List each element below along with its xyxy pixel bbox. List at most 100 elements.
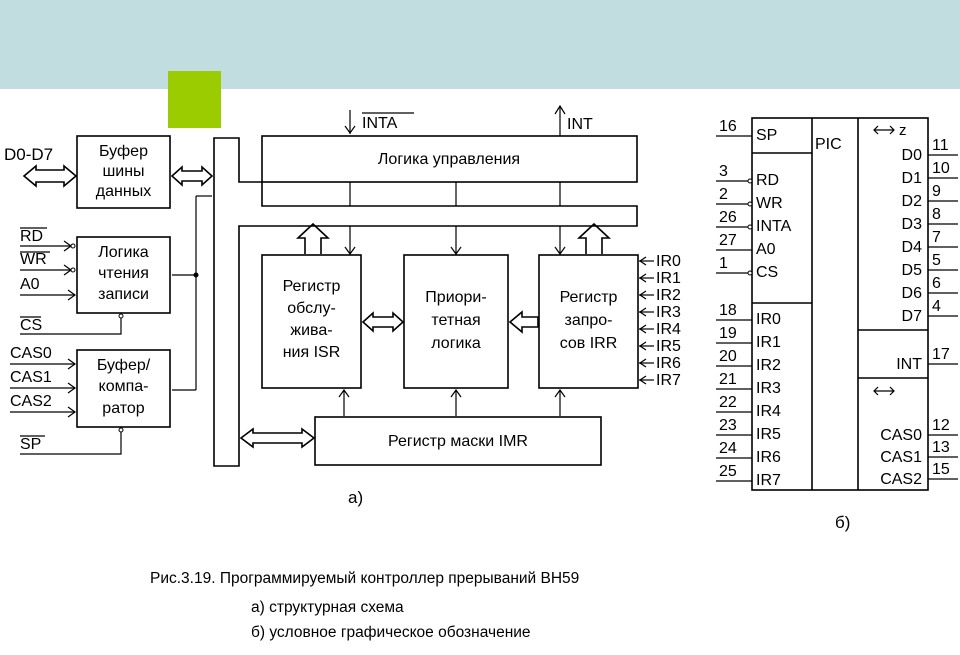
control-logic-block: [261, 135, 638, 183]
ir7-label: IR7: [656, 372, 681, 389]
junction-dot: [193, 272, 199, 278]
imr-to-isr-arrowhead: [338, 388, 350, 398]
bus-imr-arrow: [239, 427, 316, 449]
pin-wr: 2 WR: [716, 186, 783, 212]
data-buffer-line3: данных: [96, 183, 151, 200]
ir5-arrowhead: [638, 341, 647, 351]
pin-cas2-num: 15: [932, 461, 950, 478]
pin-sp-name: SP: [756, 127, 777, 144]
cas2-arrowhead: [67, 406, 77, 418]
bus-to-isr-arrowhead: [344, 246, 356, 256]
priority-line2: тетная: [431, 312, 480, 329]
bus-to-irr-arrowhead: [554, 246, 566, 256]
pin-a0: 27 A0: [716, 232, 776, 258]
imr-to-irr-arrowhead: [554, 388, 566, 398]
pin-int: INT 17: [896, 346, 958, 373]
pin-inta-name: INTA: [756, 218, 792, 235]
irr-line2: запро-: [564, 312, 612, 329]
irr-line3: сов IRR: [560, 335, 618, 352]
pin-int-name: INT: [896, 356, 922, 373]
accent-square: [168, 71, 221, 128]
sp-label: SP: [20, 436, 41, 453]
pin-d7: D7 4: [902, 298, 958, 325]
pin-d0: D0 11: [902, 137, 958, 164]
cas0-label: CAS0: [10, 345, 52, 362]
ir1-arrowhead: [638, 273, 647, 283]
rw-logic-block: [76, 236, 171, 314]
pin-ir5: 23 IR5: [716, 417, 781, 443]
graphic-symbol: PIC z 16 SP 3 RD 2 WR: [716, 117, 958, 532]
rw-logic-line2: чтения: [98, 265, 149, 282]
wr-label: WR: [20, 251, 47, 268]
scheme-a-label: а): [348, 488, 363, 507]
isr-line4: ния ISR: [283, 344, 341, 361]
imr-to-priority-arrowhead: [450, 388, 462, 398]
caption-part-b: б) условное графическое обозначение: [251, 624, 531, 641]
ir1-label: IR1: [656, 270, 681, 287]
pin-cas2: CAS2 15: [880, 461, 958, 488]
pin-sp: 16 SP: [716, 118, 777, 144]
pin-d7-name: D7: [902, 308, 923, 325]
ir2-label: IR2: [656, 287, 681, 304]
isr-line2: обслу-: [287, 300, 336, 317]
pin-d1-name: D1: [902, 170, 923, 187]
pin-d6: D6 6: [902, 275, 958, 302]
pin-ir3-num: 21: [719, 371, 737, 388]
ir6-arrowhead: [638, 358, 647, 368]
left-pins: 16 SP 3 RD 2 WR 26 INTA: [716, 118, 792, 489]
a0-arrowhead: [67, 289, 77, 301]
ir-input-6: IR6: [638, 355, 681, 372]
imr-block: [314, 416, 602, 466]
pin-sp-num: 16: [719, 118, 737, 135]
isr-line1: Регистр: [283, 278, 341, 295]
pin-d4-num: 7: [932, 229, 941, 246]
ir3-label: IR3: [656, 304, 681, 321]
rd-label: RD: [20, 228, 43, 245]
inta-arrowhead: [344, 125, 356, 135]
pin-d3-name: D3: [902, 216, 923, 233]
cs-inversion: [118, 313, 124, 319]
irr-priority-arrow: [508, 310, 539, 334]
pin-ir3-name: IR3: [756, 380, 781, 397]
structural-scheme: D0-D7 Буфер шины данных Логика чтения за…: [4, 104, 681, 507]
pin-d2: D2 9: [902, 183, 958, 210]
pin-ir1: 19 IR1: [716, 325, 781, 351]
pin-d3-num: 8: [932, 206, 941, 223]
isr-priority-arrow: [361, 311, 405, 333]
irr-line1: Регистр: [560, 289, 618, 306]
ir-input-3: IR3: [638, 304, 681, 321]
pin-d2-num: 9: [932, 183, 941, 200]
data-buffer-block: [76, 135, 171, 209]
cas-bidirectional-marker: [873, 386, 895, 396]
pin-d0-name: D0: [902, 147, 923, 164]
pin-d5: D5 5: [902, 252, 958, 279]
z-label: z: [899, 122, 907, 139]
pin-ir2-num: 20: [719, 348, 737, 365]
ir5-label: IR5: [656, 338, 681, 355]
pin-d5-num: 5: [932, 252, 941, 269]
cas1-label: CAS1: [10, 369, 52, 386]
pin-cas2-name: CAS2: [880, 471, 922, 488]
caption-title: Рис.3.19. Программируемый контроллер пре…: [150, 570, 580, 587]
pin-d1: D1 10: [902, 160, 958, 187]
pin-a0-name: A0: [756, 241, 776, 258]
pin-cas0-name: CAS0: [880, 427, 922, 444]
pin-ir4: 22 IR4: [716, 394, 781, 420]
chip-name: PIC: [815, 136, 842, 153]
pin-ir7: 25 IR7: [716, 463, 781, 489]
pin-cs-num: 1: [719, 255, 728, 272]
pin-d4: D4 7: [902, 229, 958, 256]
pin-rd-num: 3: [719, 163, 728, 180]
ir0-label: IR0: [656, 253, 681, 270]
pin-d5-name: D5: [902, 262, 923, 279]
pin-d6-name: D6: [902, 285, 923, 302]
pin-ir0-num: 18: [719, 302, 737, 319]
int-arrowhead: [554, 104, 566, 115]
chip-outline: [751, 117, 929, 491]
data-buffer-line1: Буфер: [99, 143, 148, 160]
ir-input-4: IR4: [638, 321, 681, 338]
irr-block: [538, 254, 639, 389]
pin-cs-inversion: [747, 270, 753, 276]
pin-a0-num: 27: [719, 232, 737, 249]
